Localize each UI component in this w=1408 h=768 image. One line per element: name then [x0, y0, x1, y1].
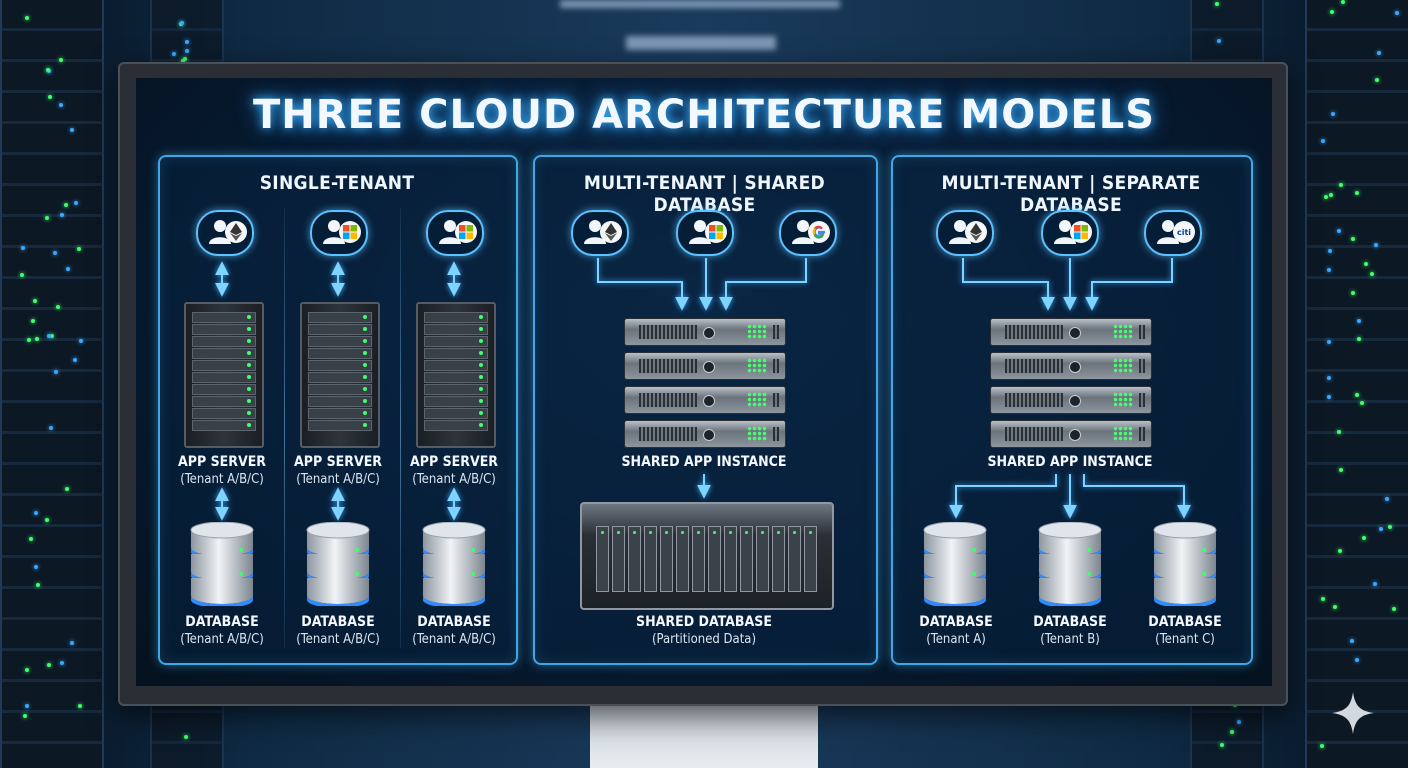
- database-sublabel: (Tenant A/B/C): [180, 632, 264, 647]
- shared-app-server-unit: [624, 318, 786, 346]
- tenant-user-3: [779, 210, 837, 256]
- shared-database-sublabel: (Partitioned Data): [651, 632, 757, 647]
- panel-title: SINGLE-TENANT: [259, 172, 415, 194]
- citi-icon: citi: [1173, 221, 1195, 243]
- database-sublabel: (Tenant A/B/C): [296, 632, 380, 647]
- database-sublabel: (Tenant C): [1155, 632, 1215, 647]
- person-icon: [949, 220, 971, 244]
- database-label: DATABASE: [919, 614, 993, 630]
- database-icon: [1037, 521, 1103, 610]
- person-icon: [689, 220, 711, 244]
- app-instance-label: SHARED APP INSTANCE: [987, 454, 1153, 470]
- person-icon: [584, 220, 606, 244]
- arrow: [1085, 258, 1173, 311]
- shared-app-server-unit: [624, 420, 786, 448]
- server-label: APP SERVER: [293, 454, 383, 470]
- tenant-user-1: [196, 210, 254, 256]
- arrow: [719, 258, 807, 311]
- database-label: DATABASE: [1148, 614, 1222, 630]
- sparkle-icon: [1332, 692, 1374, 734]
- app-server-rack: [184, 302, 264, 448]
- microsoft-icon: [339, 221, 361, 243]
- tenant-user-1: [571, 210, 629, 256]
- google-icon: [808, 221, 830, 243]
- app-instance-label: SHARED APP INSTANCE: [621, 454, 787, 470]
- tenant-user-2: [310, 210, 368, 256]
- tenant-user-2: [1041, 210, 1099, 256]
- shared-app-server-unit: [990, 318, 1152, 346]
- database-label: DATABASE: [185, 614, 259, 630]
- shared-app-server-unit: [624, 352, 786, 380]
- person-icon: [1054, 220, 1076, 244]
- person-icon: [323, 220, 345, 244]
- person-icon: [439, 220, 461, 244]
- tenant-user-1: [936, 210, 994, 256]
- shared-database-chassis: [580, 502, 834, 610]
- microsoft-icon: [455, 221, 477, 243]
- shared-app-server-unit: [990, 352, 1152, 380]
- server-label: APP SERVER: [409, 454, 499, 470]
- database-sublabel: (Tenant A/B/C): [412, 632, 496, 647]
- person-icon: [209, 220, 231, 244]
- tenant-user-3: [426, 210, 484, 256]
- database-label: DATABASE: [417, 614, 491, 630]
- ethereum-icon: [225, 221, 247, 243]
- server-sublabel: (Tenant A/B/C): [412, 472, 496, 487]
- shared-app-server-unit: [990, 420, 1152, 448]
- server-sublabel: (Tenant A/B/C): [296, 472, 380, 487]
- panel-title: MULTI-TENANT | SEPARATE DATABASE: [941, 172, 1201, 216]
- arrow: [597, 258, 689, 311]
- microsoft-icon: [1070, 221, 1092, 243]
- ethereum-icon: [600, 221, 622, 243]
- arrow: [1083, 474, 1191, 519]
- database-icon: [189, 521, 255, 610]
- shared-app-server-unit: [990, 386, 1152, 414]
- monitor-stand: [590, 706, 818, 768]
- microsoft-icon: [705, 221, 727, 243]
- arrow: [962, 258, 1055, 311]
- database-icon: [922, 521, 988, 610]
- database-sublabel: (Tenant B): [1040, 632, 1100, 647]
- database-icon: [1152, 521, 1218, 610]
- person-icon: [1157, 220, 1179, 244]
- app-server-rack: [416, 302, 496, 448]
- database-label: DATABASE: [301, 614, 375, 630]
- database-label: DATABASE: [1033, 614, 1107, 630]
- database-icon: [305, 521, 371, 610]
- tenant-user-3: citi: [1144, 210, 1202, 256]
- server-sublabel: (Tenant A/B/C): [180, 472, 264, 487]
- database-sublabel: (Tenant A): [926, 632, 986, 647]
- person-icon: [792, 220, 814, 244]
- arrow: [949, 474, 1057, 519]
- panel-title: MULTI-TENANT | SHARED DATABASE: [583, 172, 826, 216]
- app-server-rack: [300, 302, 380, 448]
- database-icon: [421, 521, 487, 610]
- diagram-title: THREE CLOUD ARCHITECTURE MODELS: [252, 92, 1156, 138]
- server-label: APP SERVER: [177, 454, 267, 470]
- shared-database-label: SHARED DATABASE: [636, 614, 772, 630]
- shared-app-server-unit: [624, 386, 786, 414]
- ethereum-icon: [965, 221, 987, 243]
- tenant-user-2: [676, 210, 734, 256]
